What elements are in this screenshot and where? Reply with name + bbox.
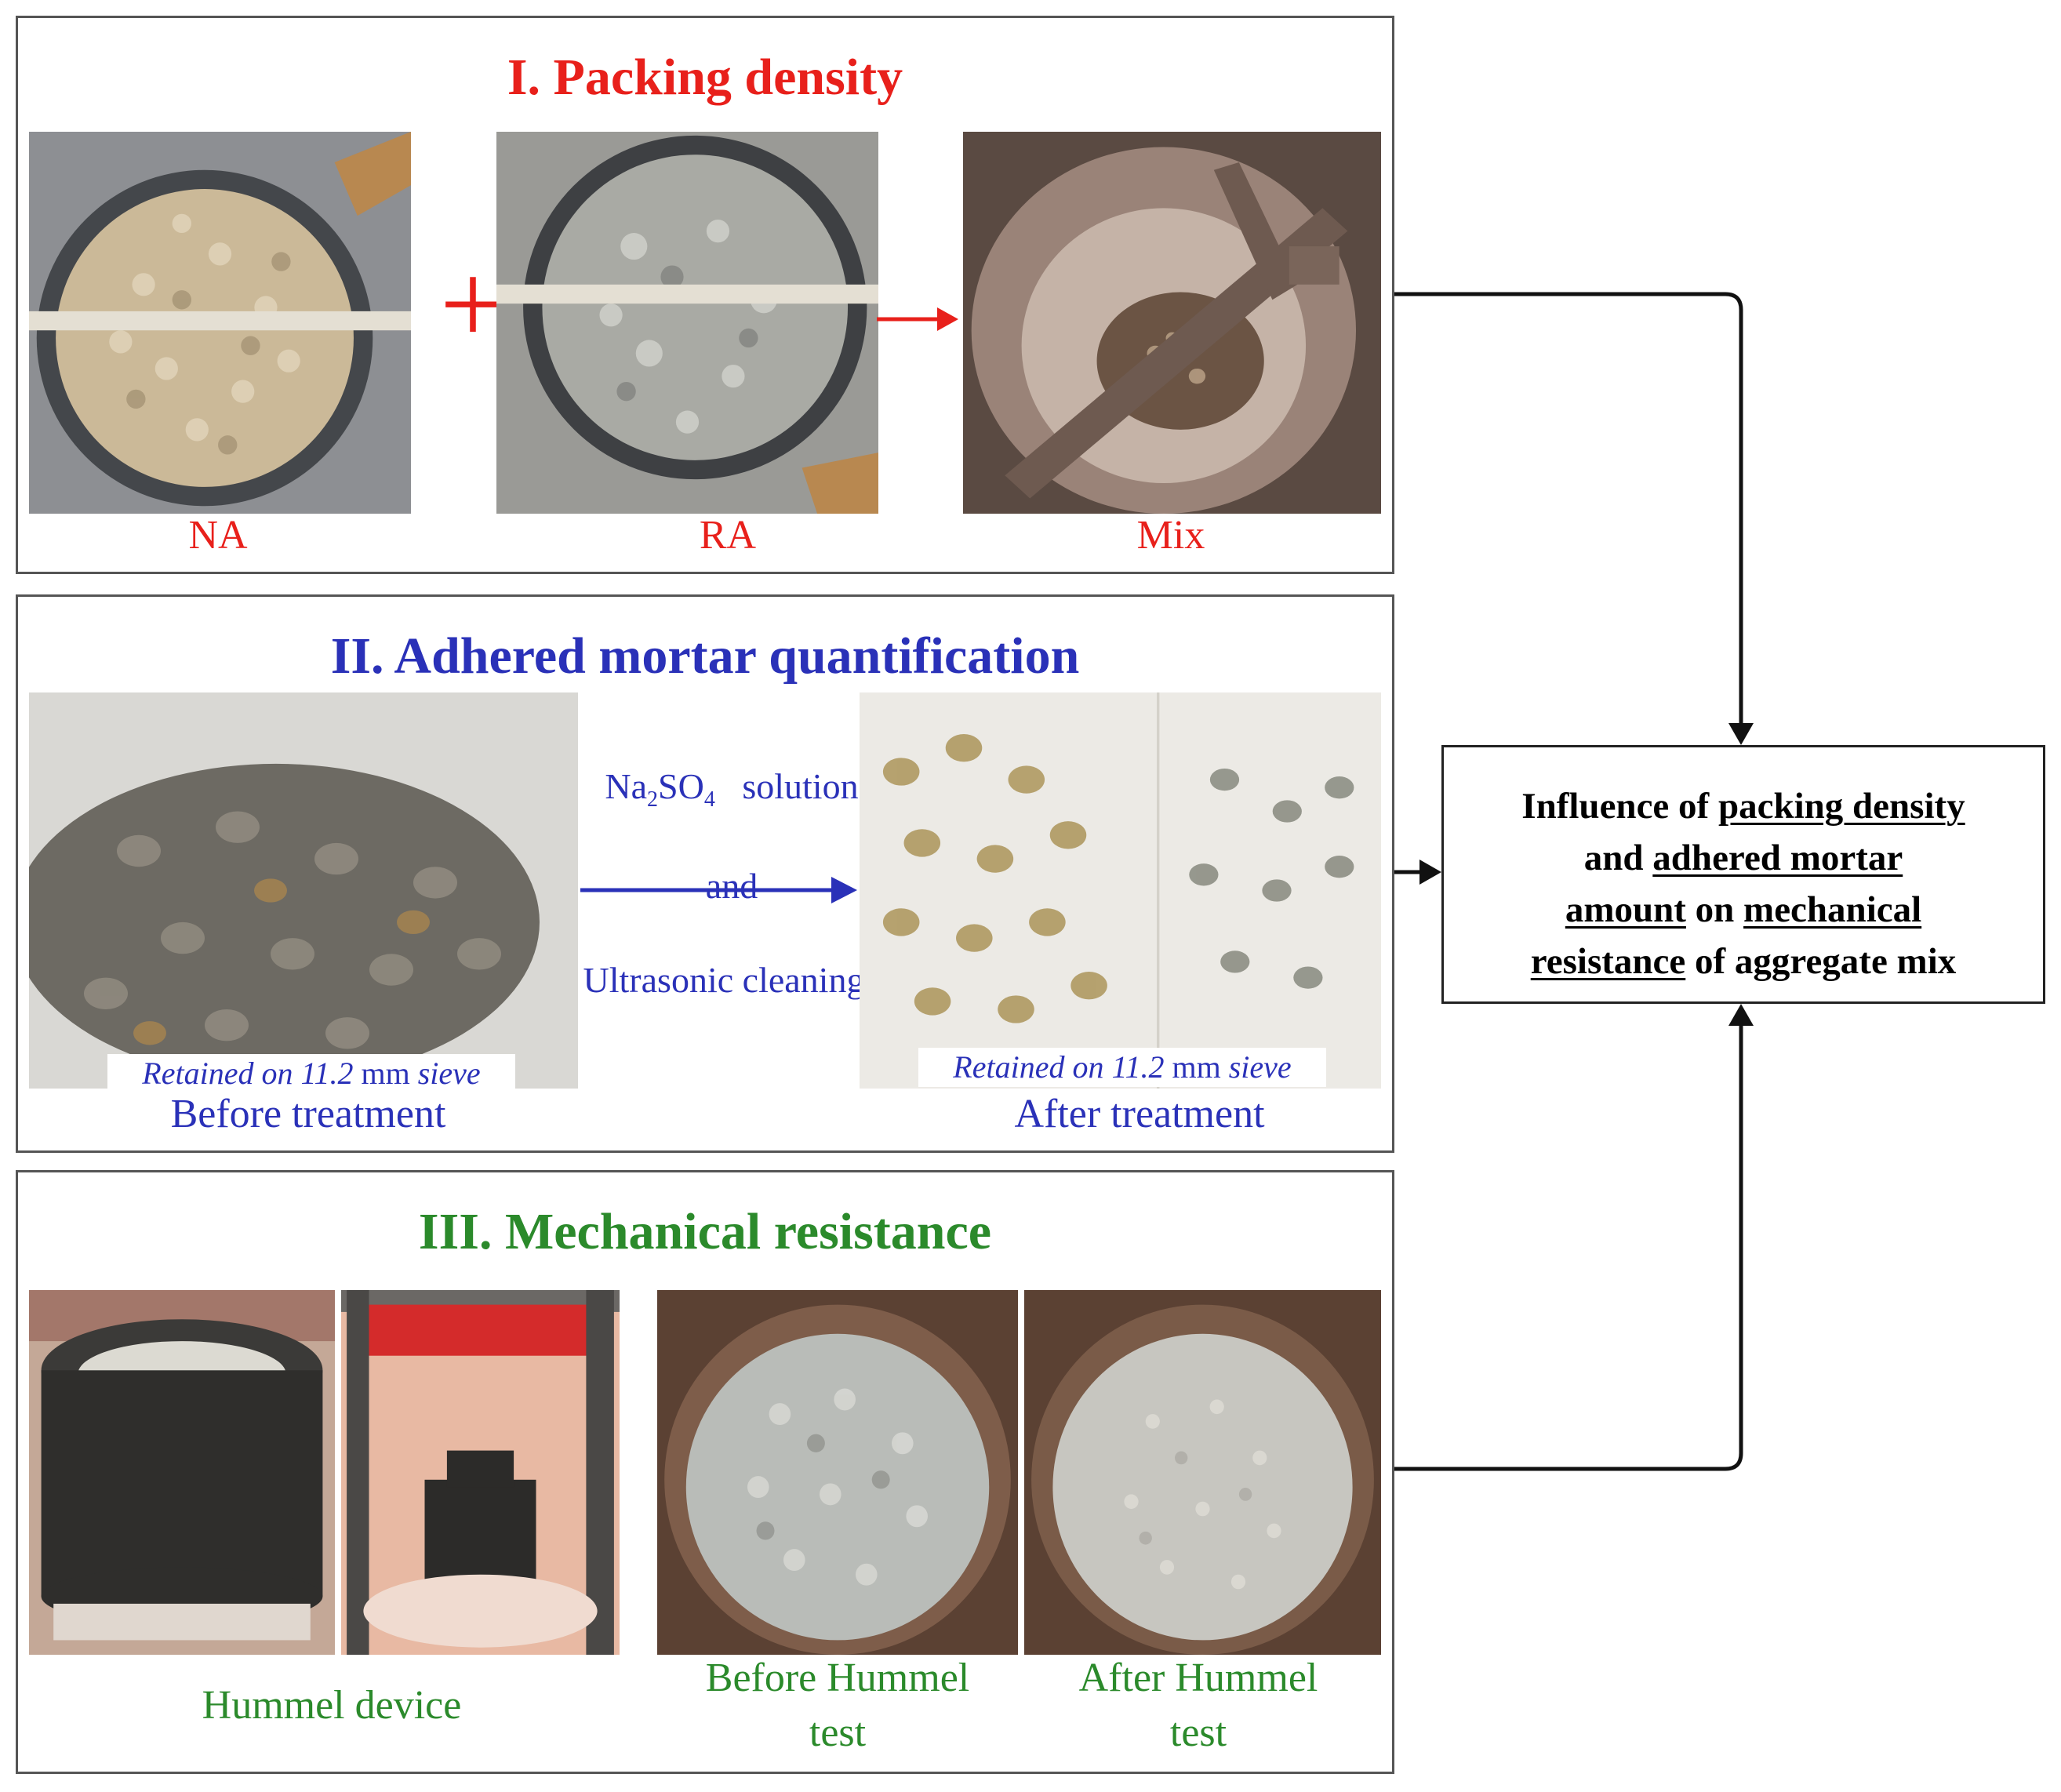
arrowhead-panel1 [1728,723,1754,745]
panel-title-packing-density: I. Packing density [507,49,903,106]
photo-hummel-cylinder [29,1290,335,1655]
outcome-box: Influence of packing density and adhered… [1441,745,2045,1004]
label-before-hummel-line2: test [809,1710,867,1755]
label-after-hummel-line2: test [1169,1710,1227,1755]
caption-before-sieve: Retained on 11.2 mm sieve [107,1054,515,1093]
caption-before-sieve-end: sieve [417,1056,481,1091]
outcome-amount: amount [1565,889,1686,930]
caption-after-sieve-unit: mm [1172,1049,1221,1085]
treatment-sub-2: 2 [647,787,659,812]
treatment-arrowhead [831,877,857,903]
caption-before-sieve-unit: mm [361,1056,410,1091]
outcome-text-on: on [1695,889,1735,930]
arrowhead-panel3 [1728,1004,1754,1026]
treatment-line-3: Ultrasonic cleaning [583,960,865,1000]
outcome-adhered-mortar: adhered mortar [1652,838,1903,878]
photo-hummel-press [341,1290,620,1655]
treatment-line-2: and [645,865,818,907]
caption-after-sieve-end: sieve [1228,1049,1292,1085]
label-after-hummel-line1: After Hummel [1078,1656,1318,1700]
outcome-mechanical: mechanical [1743,889,1922,930]
caption-before-sieve-italic: Retained on 11.2 [142,1056,354,1091]
mix-arrowhead [937,307,958,331]
label-mix: Mix [1136,513,1205,558]
label-hummel-device: Hummel device [202,1683,462,1728]
label-before-hummel-line1: Before Hummel [705,1656,970,1700]
arrowhead-panel2 [1419,860,1441,885]
treatment-line-1: Na2SO4 solution [559,765,904,812]
outcome-packing-density: packing density [1718,786,1965,827]
photo-before-hummel [657,1290,1018,1655]
plus-symbol: + [439,239,507,369]
panel-adhered-mortar: II. Adhered mortar quantification Retain… [16,594,1394,1153]
label-before-treatment: Before treatment [170,1092,446,1136]
arrow-panel1-to-outcome [1394,292,1743,725]
outcome-text-aggregate: of aggregate mix [1695,941,1957,982]
label-after-treatment: After treatment [1014,1092,1265,1136]
caption-after-sieve: Retained on 11.2 mm sieve [918,1048,1326,1087]
outcome-text-1: Influence of [1521,786,1710,827]
treatment-so: SO [658,766,704,806]
outcome-text-and: and [1583,838,1644,878]
photo-before-treatment [29,692,578,1089]
treatment-solution: solution [742,766,859,806]
panel-title-adhered-mortar: II. Adhered mortar quantification [330,627,1080,685]
panel-title-mechanical-resistance: III. Mechanical resistance [418,1203,992,1260]
outcome-resistance: resistance [1530,941,1686,982]
photo-after-treatment [860,692,1381,1089]
panel-packing-density: I. Packing density + [16,16,1394,574]
photo-mixer [963,132,1381,514]
treatment-sub-4: 4 [703,787,715,812]
panel-mechanical-resistance: III. Mechanical resistance [16,1170,1394,1774]
treatment-na: Na [605,766,648,806]
photo-natural-aggregate [29,132,411,514]
photo-after-hummel [1024,1290,1381,1655]
caption-after-sieve-italic: Retained on 11.2 [953,1049,1165,1085]
label-ra: RA [699,513,757,558]
photo-recycled-aggregate [496,132,878,514]
label-na: NA [188,513,248,558]
arrow-panel3-to-outcome [1394,1023,1743,1471]
